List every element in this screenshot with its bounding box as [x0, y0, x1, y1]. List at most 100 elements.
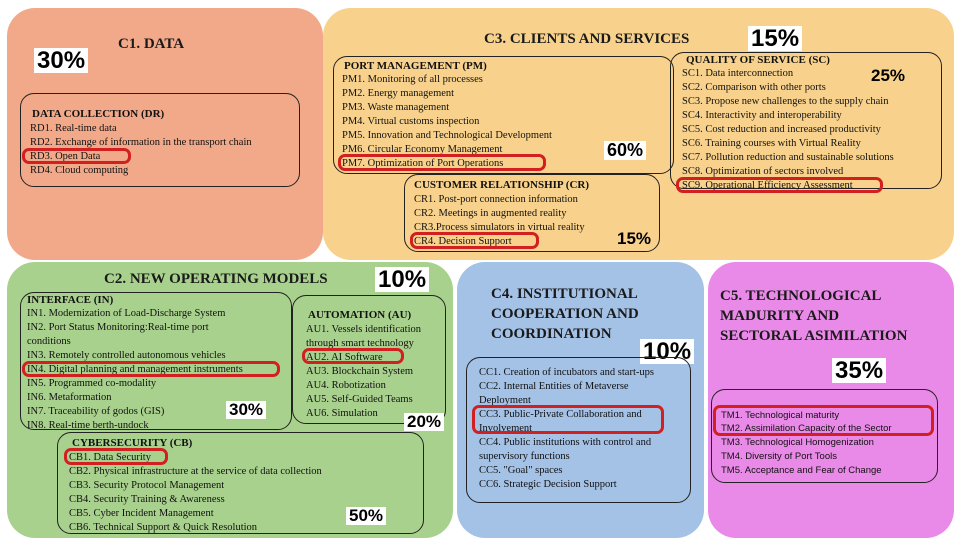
pm-item: PM2. Energy management: [342, 88, 455, 99]
c1-title: C1. DATA: [118, 36, 185, 52]
sc-item: SC2. Comparison with other ports: [682, 82, 826, 93]
pm-percentage: 60%: [604, 141, 647, 160]
tm-item: TM5. Acceptance and Fear of Change: [721, 465, 882, 476]
cr-box: [404, 174, 660, 252]
in-item: IN6. Metaformation: [27, 392, 112, 403]
c2-title: C2. NEW OPERATING MODELS: [104, 271, 328, 287]
cb-item: CB5. Cyber Incident Management: [69, 508, 214, 519]
cb-box: [57, 432, 424, 534]
highlight-cr4: [410, 232, 539, 249]
au-item: AU4. Robotization: [306, 380, 386, 391]
c3-percentage: 15%: [748, 26, 803, 51]
in-box: [20, 292, 292, 430]
pm-box: [333, 56, 674, 174]
pm-item: PM6. Circular Economy Management: [342, 144, 503, 155]
pm-item: PM1. Monitoring of all processes: [342, 74, 483, 85]
sc-box: [670, 52, 942, 189]
tm-item: TM1. Technological maturity: [721, 410, 840, 421]
highlight-rd3: [22, 148, 131, 164]
c5-technological-panel: [708, 262, 954, 538]
sc-title: QUALITY OF SERVICE (SC): [686, 54, 830, 66]
c4-title-line: COOPERATION AND: [491, 306, 639, 322]
highlight-pm7: [338, 154, 546, 171]
cc-item: supervisory functions: [479, 451, 570, 462]
highlight-au2: [302, 348, 404, 364]
in-item: IN3. Remotely controlled autonomous vehi…: [27, 350, 226, 361]
c4-institutional-panel: [457, 262, 704, 538]
highlight-tm1-tm2: [713, 405, 934, 436]
c1-percentage: 30%: [34, 48, 89, 73]
highlight-sc9: [676, 177, 883, 193]
pm-item: PM5. Innovation and Technological Develo…: [342, 130, 552, 141]
tm-box: [711, 389, 938, 483]
au-item: AU6. Simulation: [306, 408, 378, 419]
cb-item: CB2. Physical infrastructure at the serv…: [69, 466, 322, 477]
c4-title-line: C4. INSTITUTIONAL: [491, 286, 638, 302]
cc-item: CC3. Public-Private Collaboration and: [479, 409, 642, 420]
c2-percentage: 10%: [375, 267, 430, 292]
cb-item: CB3. Security Protocol Management: [69, 480, 225, 491]
cc-item: CC4. Public institutions with control an…: [479, 437, 652, 448]
c5-percentage: 35%: [832, 358, 887, 383]
pm-item: PM7. Optimization of Port Operations: [342, 158, 504, 169]
dr-item: RD2. Exchange of information in the tran…: [30, 137, 252, 148]
sc-item: SC4. Interactivity and interoperability: [682, 110, 842, 121]
tm-item: TM3. Technological Homogenization: [721, 437, 874, 448]
cr-percentage: 15%: [617, 229, 652, 248]
cc-box: [466, 357, 691, 503]
cb-percentage: 50%: [346, 507, 387, 525]
au-item: AU3. Blockchain System: [306, 366, 414, 377]
c3-clients-services-panel: [323, 8, 954, 260]
cr-item: CR1. Post-port connection information: [414, 194, 578, 205]
in-item: IN4. Digital planning and management ins…: [27, 364, 243, 375]
cc-item: CC5. "Goal" spaces: [479, 465, 563, 476]
cb-title: CYBERSECURITY (CB): [72, 437, 193, 449]
pm-title: PORT MANAGEMENT (PM): [344, 60, 487, 72]
tm-item: TM2. Assimilation Capacity of the Sector: [721, 423, 892, 434]
cb-item: CB1. Data Security: [69, 452, 151, 463]
au-item: AU1. Vessels identification: [306, 324, 421, 335]
highlight-cc3: [472, 405, 664, 434]
sc-item: SC9. Operational Efficiency Assessment: [682, 180, 853, 191]
c2-new-operating-models-panel: [7, 262, 453, 538]
cr-item: CR2. Meetings in augmented reality: [414, 208, 567, 219]
in-percentage: 30%: [226, 401, 267, 419]
au-item: through smart technology: [306, 338, 414, 349]
dr-item: RD1. Real-time data: [30, 123, 117, 134]
sc-item: SC1. Data interconnection: [682, 68, 794, 79]
au-item: AU2. AI Software: [306, 352, 383, 363]
dr-item: RD3. Open Data: [30, 151, 101, 162]
c3-title: C3. CLIENTS AND SERVICES: [484, 31, 690, 47]
highlight-in4: [22, 361, 280, 377]
c5-title-line: C5. TECHNOLOGICAL: [720, 288, 882, 304]
cc-item: CC2. Internal Entities of Metaverse: [479, 381, 629, 392]
c5-title-line: SECTORAL ASIMILATION: [720, 328, 908, 344]
cr-title: CUSTOMER RELATIONSHIP (CR): [414, 179, 590, 191]
sc-item: SC7. Pollution reduction and sustainable…: [682, 152, 894, 163]
cb-item: CB6. Technical Support & Quick Resolutio…: [69, 522, 258, 533]
dr-title: DATA COLLECTION (DR): [32, 108, 165, 120]
cr-item: CR3.Process simulators in virtual realit…: [414, 222, 585, 233]
sc-percentage: 25%: [871, 66, 906, 85]
cb-item: CB4. Security Training & Awareness: [69, 494, 225, 505]
in-item: conditions: [27, 336, 71, 347]
in-item: IN5. Programmed co-modality: [27, 378, 157, 389]
tm-item: TM4. Diversity of Port Tools: [721, 451, 837, 462]
cc-item: Deployment: [479, 395, 531, 406]
cr-item: CR4. Decision Support: [414, 236, 512, 247]
cc-item: Involvement: [479, 423, 533, 434]
au-title: AUTOMATION (AU): [308, 309, 412, 321]
in-title: INTERFACE (IN): [27, 294, 114, 306]
au-percentage: 20%: [404, 413, 445, 431]
in-item: IN8. Real-time berth-undock: [27, 420, 149, 431]
sc-item: SC5. Cost reduction and increased produc…: [682, 124, 881, 135]
sc-item: SC8. Optimization of sectors involved: [682, 166, 844, 177]
in-item: IN2. Port Status Monitoring:Real-time po…: [27, 322, 209, 333]
c5-title-line: MADURITY AND: [720, 308, 840, 324]
dr-box: [20, 93, 300, 187]
sc-item: SC6. Training courses with Virtual Reali…: [682, 138, 861, 149]
au-item: AU5. Self-Guided Teams: [306, 394, 413, 405]
cc-item: CC6. Strategic Decision Support: [479, 479, 617, 490]
c4-title-line: COORDINATION: [491, 326, 612, 342]
